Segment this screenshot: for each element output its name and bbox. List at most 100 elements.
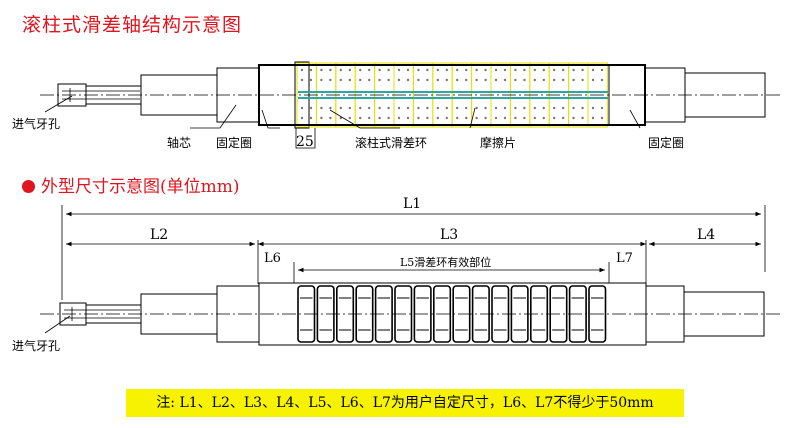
roller-dot	[368, 106, 371, 110]
dim-25-label: 25	[296, 134, 314, 150]
roller-dot	[426, 116, 429, 120]
roller-dot	[562, 68, 565, 72]
roller-dot	[494, 68, 498, 72]
roller-dot	[514, 68, 517, 72]
roller-dot	[591, 78, 595, 82]
roller-dot	[542, 106, 545, 110]
roller-dot	[417, 116, 420, 120]
roller-dot	[387, 68, 390, 72]
roller-dot	[436, 116, 439, 120]
roller-dot	[406, 68, 410, 72]
roller-dot	[300, 68, 304, 72]
roller-dot	[542, 78, 545, 82]
roller-dot	[600, 68, 604, 72]
roller-dot	[523, 78, 526, 82]
roller-dot	[359, 68, 362, 72]
roller-dot	[456, 116, 459, 120]
roller-dot	[339, 116, 342, 120]
roller-dot	[562, 106, 565, 110]
roller-dot	[572, 106, 575, 110]
roller-dot	[562, 78, 565, 82]
roller-dot	[417, 78, 420, 82]
roller-dot	[368, 78, 371, 82]
roller-dot	[591, 68, 595, 72]
fixed-ring-left-label: 固定圈	[216, 135, 252, 150]
roller-dot	[456, 68, 459, 72]
bullet-dot-icon	[22, 180, 35, 193]
roller-dot	[397, 116, 401, 120]
roller-dot	[339, 106, 342, 110]
roller-dot	[465, 106, 468, 110]
roller-dot	[378, 68, 381, 72]
roller-dot	[542, 68, 545, 72]
roller-dot	[329, 106, 332, 110]
roller-dot	[368, 68, 371, 72]
roller-dot	[436, 68, 439, 72]
roller-dot	[387, 116, 390, 120]
roller-dot	[600, 116, 604, 120]
roller-dot	[397, 68, 401, 72]
roller-dot	[309, 68, 313, 72]
roller-dot	[484, 116, 487, 120]
roller-dot	[320, 106, 323, 110]
roller-dot	[359, 78, 362, 82]
shaft-core-label: 轴芯	[167, 135, 191, 150]
roller-dot	[553, 78, 556, 82]
roller-dot	[320, 68, 323, 72]
roller-dot	[339, 78, 342, 82]
roller-dot	[359, 106, 362, 110]
roller-dot	[523, 68, 526, 72]
roller-ring-label: 滚柱式滑差环	[355, 135, 427, 150]
L2-label: L2	[150, 227, 168, 243]
roller-dot	[348, 78, 351, 82]
roller-dot	[503, 106, 507, 110]
roller-dot	[494, 116, 498, 120]
roller-dot	[494, 106, 498, 110]
fixed-ring-right-label: 固定圈	[648, 135, 684, 150]
roller-dot	[503, 116, 507, 120]
L5-label: L5滑差环有效部位	[400, 255, 491, 269]
roller-dot	[397, 78, 401, 82]
roller-dot	[445, 78, 448, 82]
roller-dot	[426, 78, 429, 82]
roller-dot	[581, 106, 584, 110]
roller-dot	[475, 68, 478, 72]
roller-dot	[581, 78, 584, 82]
roller-dot	[445, 116, 448, 120]
roller-dot	[572, 78, 575, 82]
roller-dot	[378, 78, 381, 82]
roller-dot	[553, 68, 556, 72]
roller-dot	[359, 116, 362, 120]
roller-dot	[553, 116, 556, 120]
roller-dot	[523, 116, 526, 120]
roller-dot	[542, 116, 545, 120]
roller-dot	[436, 106, 439, 110]
roller-dot	[436, 78, 439, 82]
roller-dot	[514, 78, 517, 82]
roller-dot	[378, 116, 381, 120]
roller-dot	[475, 106, 478, 110]
roller-dot	[387, 78, 390, 82]
roller-dot	[533, 106, 536, 110]
roller-dot	[320, 78, 323, 82]
roller-dot	[572, 116, 575, 120]
roller-dot	[309, 78, 313, 82]
roller-dot	[339, 68, 342, 72]
roller-dot	[387, 106, 390, 110]
roller-dot	[426, 106, 429, 110]
roller-dot	[591, 106, 595, 110]
roller-dot	[300, 78, 304, 82]
roller-dot	[417, 106, 420, 110]
roller-dot	[309, 106, 313, 110]
L6-label: L6	[264, 251, 281, 266]
roller-dot	[309, 116, 313, 120]
note-banner: 注: L1、L2、L3、L4、L5、L6、L7为用户自定尺寸，L6、L7不得少于…	[126, 389, 684, 417]
roller-dot	[406, 116, 410, 120]
roller-dot	[503, 68, 507, 72]
roller-dot	[484, 106, 487, 110]
roller-dot	[417, 68, 420, 72]
roller-dot	[329, 78, 332, 82]
roller-dot	[494, 78, 498, 82]
roller-dot	[581, 68, 584, 72]
roller-dot	[348, 68, 351, 72]
